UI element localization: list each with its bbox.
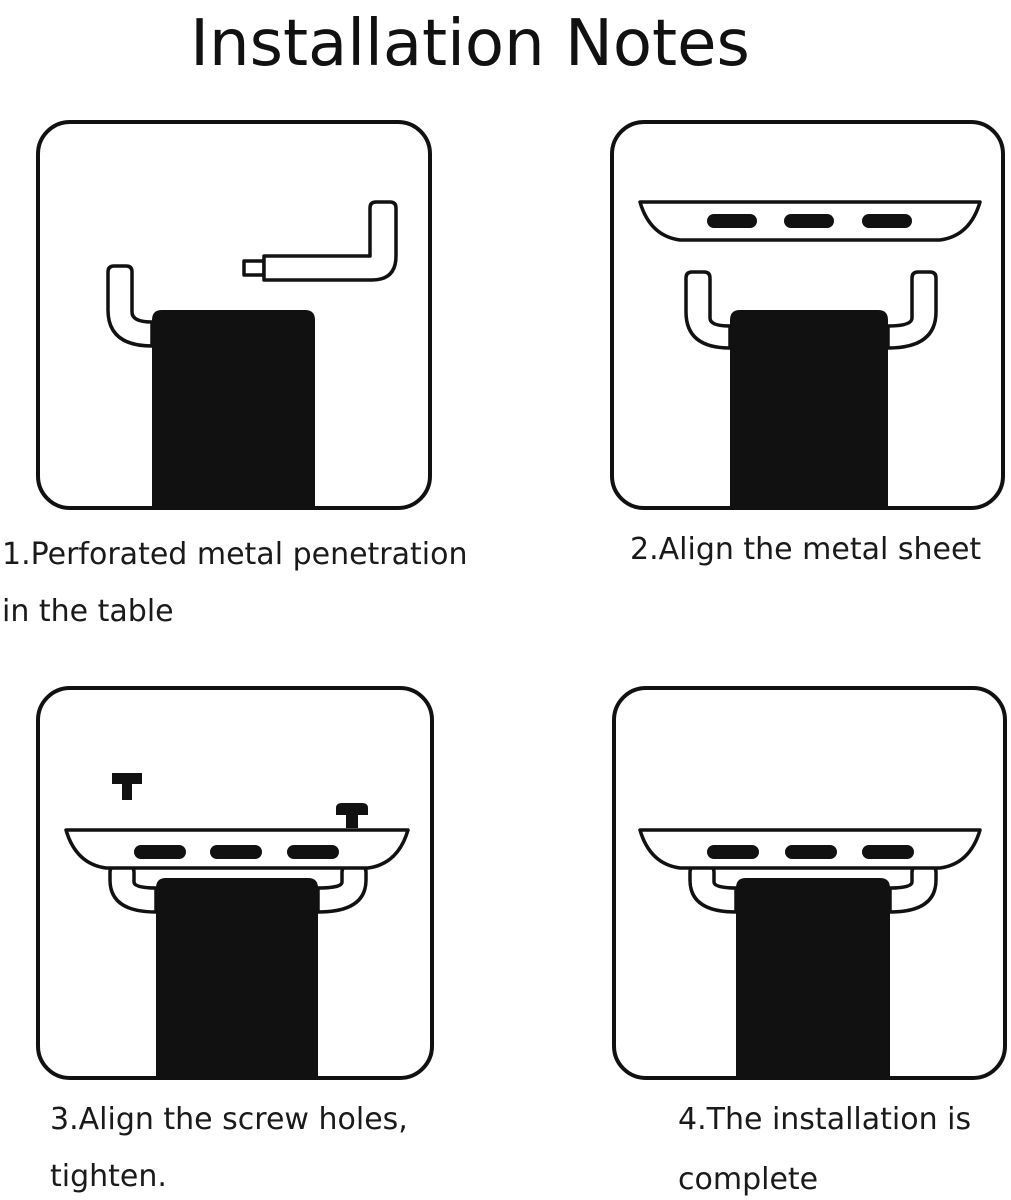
step-4-caption-line2: complete xyxy=(678,1162,818,1197)
hook-right-icon xyxy=(886,270,938,350)
step-3-caption-line2: tighten. xyxy=(50,1159,167,1194)
step-1-caption-line2: in the table xyxy=(2,594,174,629)
step-2-panel xyxy=(610,120,1005,510)
step-1-caption-line1: 1.Perforated metal penetration xyxy=(2,537,467,572)
l-shaped-metal-icon xyxy=(242,200,398,282)
page-title: Installation Notes xyxy=(190,7,750,81)
step-1-panel xyxy=(36,120,432,510)
screw-icon xyxy=(112,773,142,800)
step-3-caption-line1: 3.Align the screw holes, xyxy=(50,1102,408,1137)
screw-icon xyxy=(336,803,368,828)
step-4-caption-line1: 4.The installation is xyxy=(678,1102,971,1137)
step-4-panel xyxy=(612,686,1007,1080)
table-leg-icon xyxy=(730,310,888,508)
table-leg-icon xyxy=(152,310,315,508)
hook-icon xyxy=(106,264,154,348)
table-leg-icon xyxy=(736,878,890,1078)
step-2-caption: 2.Align the metal sheet xyxy=(630,532,981,567)
step-3-panel xyxy=(36,686,434,1080)
hook-left-icon xyxy=(684,270,732,350)
table-leg-icon xyxy=(156,878,318,1078)
